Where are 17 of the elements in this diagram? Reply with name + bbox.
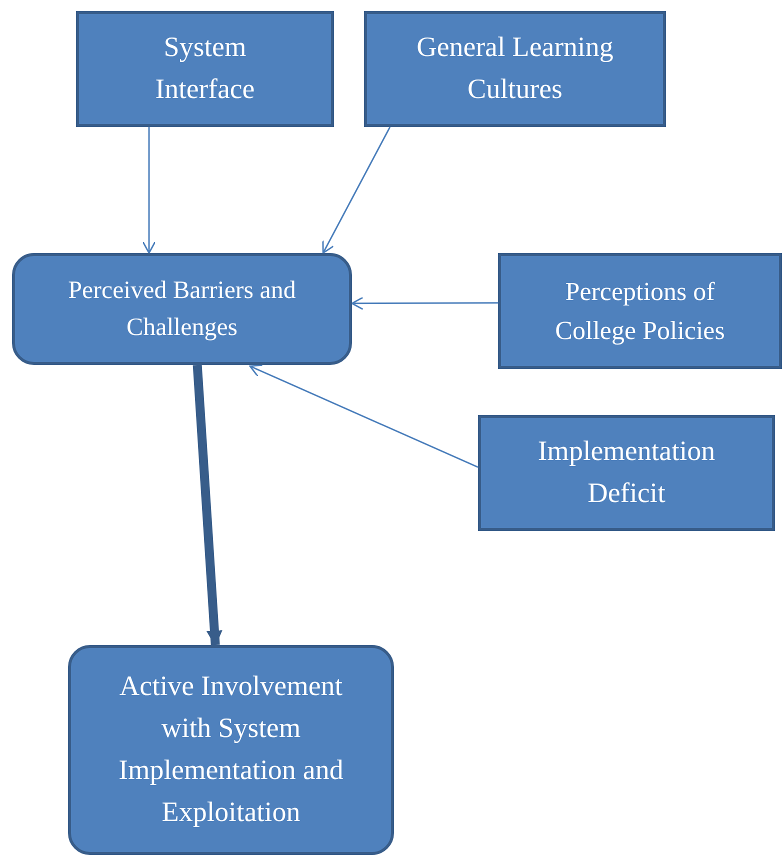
rounded-box <box>12 253 352 365</box>
arrow <box>322 126 391 254</box>
rounded-box <box>68 645 394 855</box>
box-label: Active Involvement with System Implementation and Exploitation <box>118 670 344 830</box>
box-label: Perceptions of College Policies <box>554 276 726 347</box>
box-label: General Learning Cultures <box>416 31 614 107</box>
process-box <box>364 11 666 127</box>
arrow <box>249 364 478 468</box>
box-label: System Interface <box>154 31 256 107</box>
process-box <box>478 415 775 531</box>
arrow <box>142 127 156 254</box>
box-label: Implementation Deficit <box>536 435 716 511</box>
process-box <box>76 11 334 127</box>
arrow <box>351 296 498 310</box>
arrow <box>192 364 222 647</box>
process-box <box>498 253 782 369</box>
box-label: Perceived Barriers and Challenges <box>67 276 297 343</box>
